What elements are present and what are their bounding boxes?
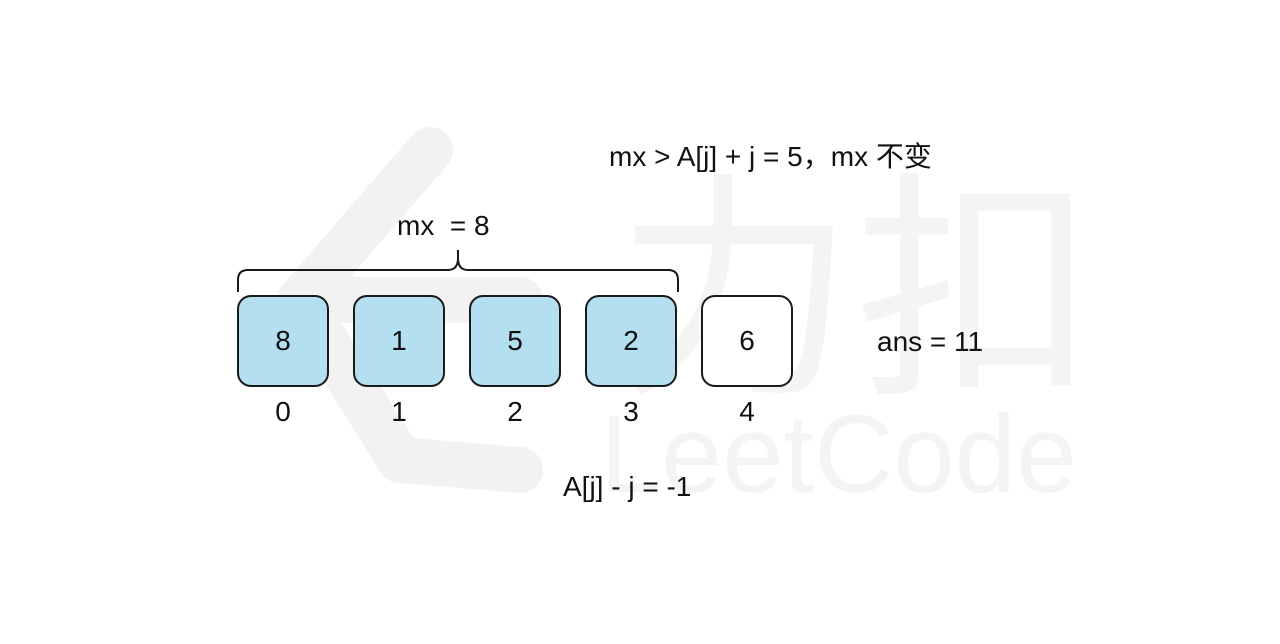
- cell-value: 8: [275, 325, 291, 356]
- array-cell: 5: [469, 295, 561, 387]
- cell-value: 1: [391, 325, 407, 356]
- watermark-chars: 力扣: [615, 152, 1095, 432]
- cell-index: 4: [739, 396, 755, 427]
- cell-index: 0: [275, 396, 291, 427]
- array-cell: 2: [585, 295, 677, 387]
- cell-index: 1: [391, 396, 407, 427]
- array-cell: 1: [353, 295, 445, 387]
- cell-index: 3: [623, 396, 639, 427]
- cell-value: 5: [507, 325, 523, 356]
- range-brace: [237, 250, 679, 292]
- array-cell-current: 6: [701, 295, 793, 387]
- condition-text: mx > A[j] + j = 5，mx 不变: [609, 141, 932, 172]
- cell-value: 2: [623, 325, 639, 356]
- array-cell: 8: [237, 295, 329, 387]
- cell-value: 6: [739, 325, 755, 356]
- cell-index: 2: [507, 396, 523, 427]
- mx-label: mx = 8: [397, 210, 490, 241]
- leetcode-logo-icon: [277, 127, 543, 493]
- watermark-text: LeetCode: [600, 393, 1077, 516]
- expression-label: A[j] - j = -1: [563, 471, 692, 502]
- ans-label: ans = 11: [877, 326, 984, 357]
